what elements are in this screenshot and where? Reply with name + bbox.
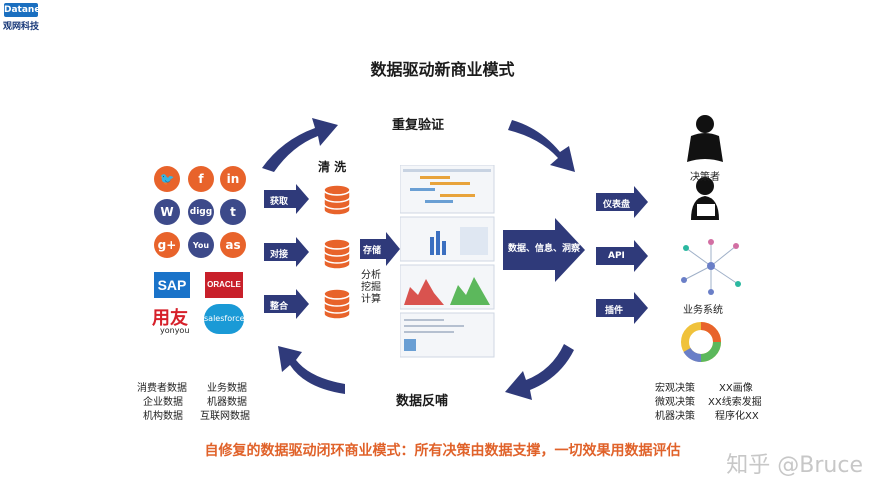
dashboard-screenshots — [400, 165, 495, 358]
arrow-insight — [503, 218, 585, 282]
decision-machine: 机器决策 — [655, 411, 695, 422]
person-laptop-icon — [691, 177, 719, 220]
screenshot-bar-chart — [400, 216, 495, 262]
arrow-api — [596, 240, 648, 272]
yonyou-subtext: yonyou — [160, 326, 190, 335]
sap-logo: SAP — [154, 272, 190, 298]
data-type-consumer: 消费者数据 — [137, 383, 187, 394]
step-acquire: 获取 — [270, 197, 289, 207]
output-plugin: 插件 — [605, 306, 624, 316]
person-reading-icon — [687, 115, 723, 162]
arrow-acquire — [264, 184, 309, 214]
yonyou-logo: 用友 — [152, 308, 188, 329]
screenshot-gantt — [400, 165, 495, 214]
digg-icon: digg — [188, 199, 214, 225]
arrow-plugin — [596, 292, 648, 324]
output-api: API — [608, 251, 625, 261]
decision-micro: 微观决策 — [655, 397, 695, 408]
output-dashboard: 仪表盘 — [603, 200, 631, 210]
analysis-compute: 计算 — [361, 294, 381, 305]
network-graph-icon — [681, 239, 741, 295]
analysis-analyze: 分析 — [361, 270, 381, 281]
watermark: 知乎 @Bruce — [726, 453, 863, 478]
data-type-enterprise: 企业数据 — [143, 397, 183, 408]
database-icon-2 — [323, 238, 351, 270]
arrow-top-left — [262, 118, 338, 172]
facebook-icon: f — [188, 166, 214, 192]
data-type-machine: 机器数据 — [207, 397, 247, 408]
tumblr-icon: t — [220, 199, 246, 225]
wordpress-icon: W — [154, 199, 180, 225]
arrow-connect — [264, 237, 309, 267]
linkedin-icon: in — [220, 166, 246, 192]
label-data-feedback: 数据反哺 — [396, 394, 449, 409]
label-repeat-validate: 重复验证 — [392, 118, 445, 133]
label-business-system: 业务系统 — [683, 305, 723, 316]
data-type-internet: 互联网数据 — [200, 411, 250, 422]
screenshot-table — [400, 312, 495, 358]
decision-macro: 宏观决策 — [655, 383, 695, 394]
analysis-mine: 挖掘 — [361, 282, 381, 293]
decision-xx-leads: XX线索发掘 — [708, 397, 762, 408]
database-icon-3 — [323, 288, 351, 320]
company-logo: Datane — [4, 3, 41, 17]
data-type-institution: 机构数据 — [143, 411, 183, 422]
label-store: 存储 — [363, 246, 382, 256]
oracle-logo: ORACLE — [205, 272, 243, 298]
label-clean: 清 洗 — [318, 160, 347, 174]
database-icon-1 — [323, 184, 351, 216]
arrow-integrate — [264, 289, 309, 319]
arrow-bottom-right — [505, 344, 574, 400]
decision-xx-portrait: XX画像 — [719, 383, 753, 394]
donut-chart-icon — [681, 322, 721, 363]
screenshot-area-chart — [400, 264, 495, 310]
label-decision-maker: 决策者 — [690, 172, 720, 183]
company-logo-subtitle: 观网科技 — [3, 22, 40, 32]
twitter-icon: 🐦 — [154, 166, 180, 192]
arrow-bottom-left — [278, 346, 345, 394]
data-type-business: 业务数据 — [207, 383, 247, 394]
decision-maker-icons — [687, 115, 723, 220]
lastfm-icon: as — [220, 232, 246, 258]
database-icons — [323, 184, 351, 320]
youtube-icon: You — [188, 232, 214, 258]
arrow-store — [360, 232, 400, 266]
diagram-title: 数据驱动新商业模式 — [370, 60, 515, 79]
step-connect: 对接 — [270, 250, 289, 260]
decision-programmatic: 程序化XX — [715, 411, 759, 422]
insight-line-1: 数据、信息、洞察 — [508, 244, 581, 254]
closed-loop-statement: 自修复的数据驱动闭环商业模式：所有决策由数据支撑，一切效果用数据评估 — [204, 443, 681, 459]
step-integrate: 整合 — [270, 302, 289, 312]
salesforce-logo: salesforce — [204, 304, 245, 334]
arrow-dashboard — [596, 186, 648, 218]
arrow-top-right — [508, 120, 575, 172]
googleplus-icon: g+ — [154, 232, 180, 258]
